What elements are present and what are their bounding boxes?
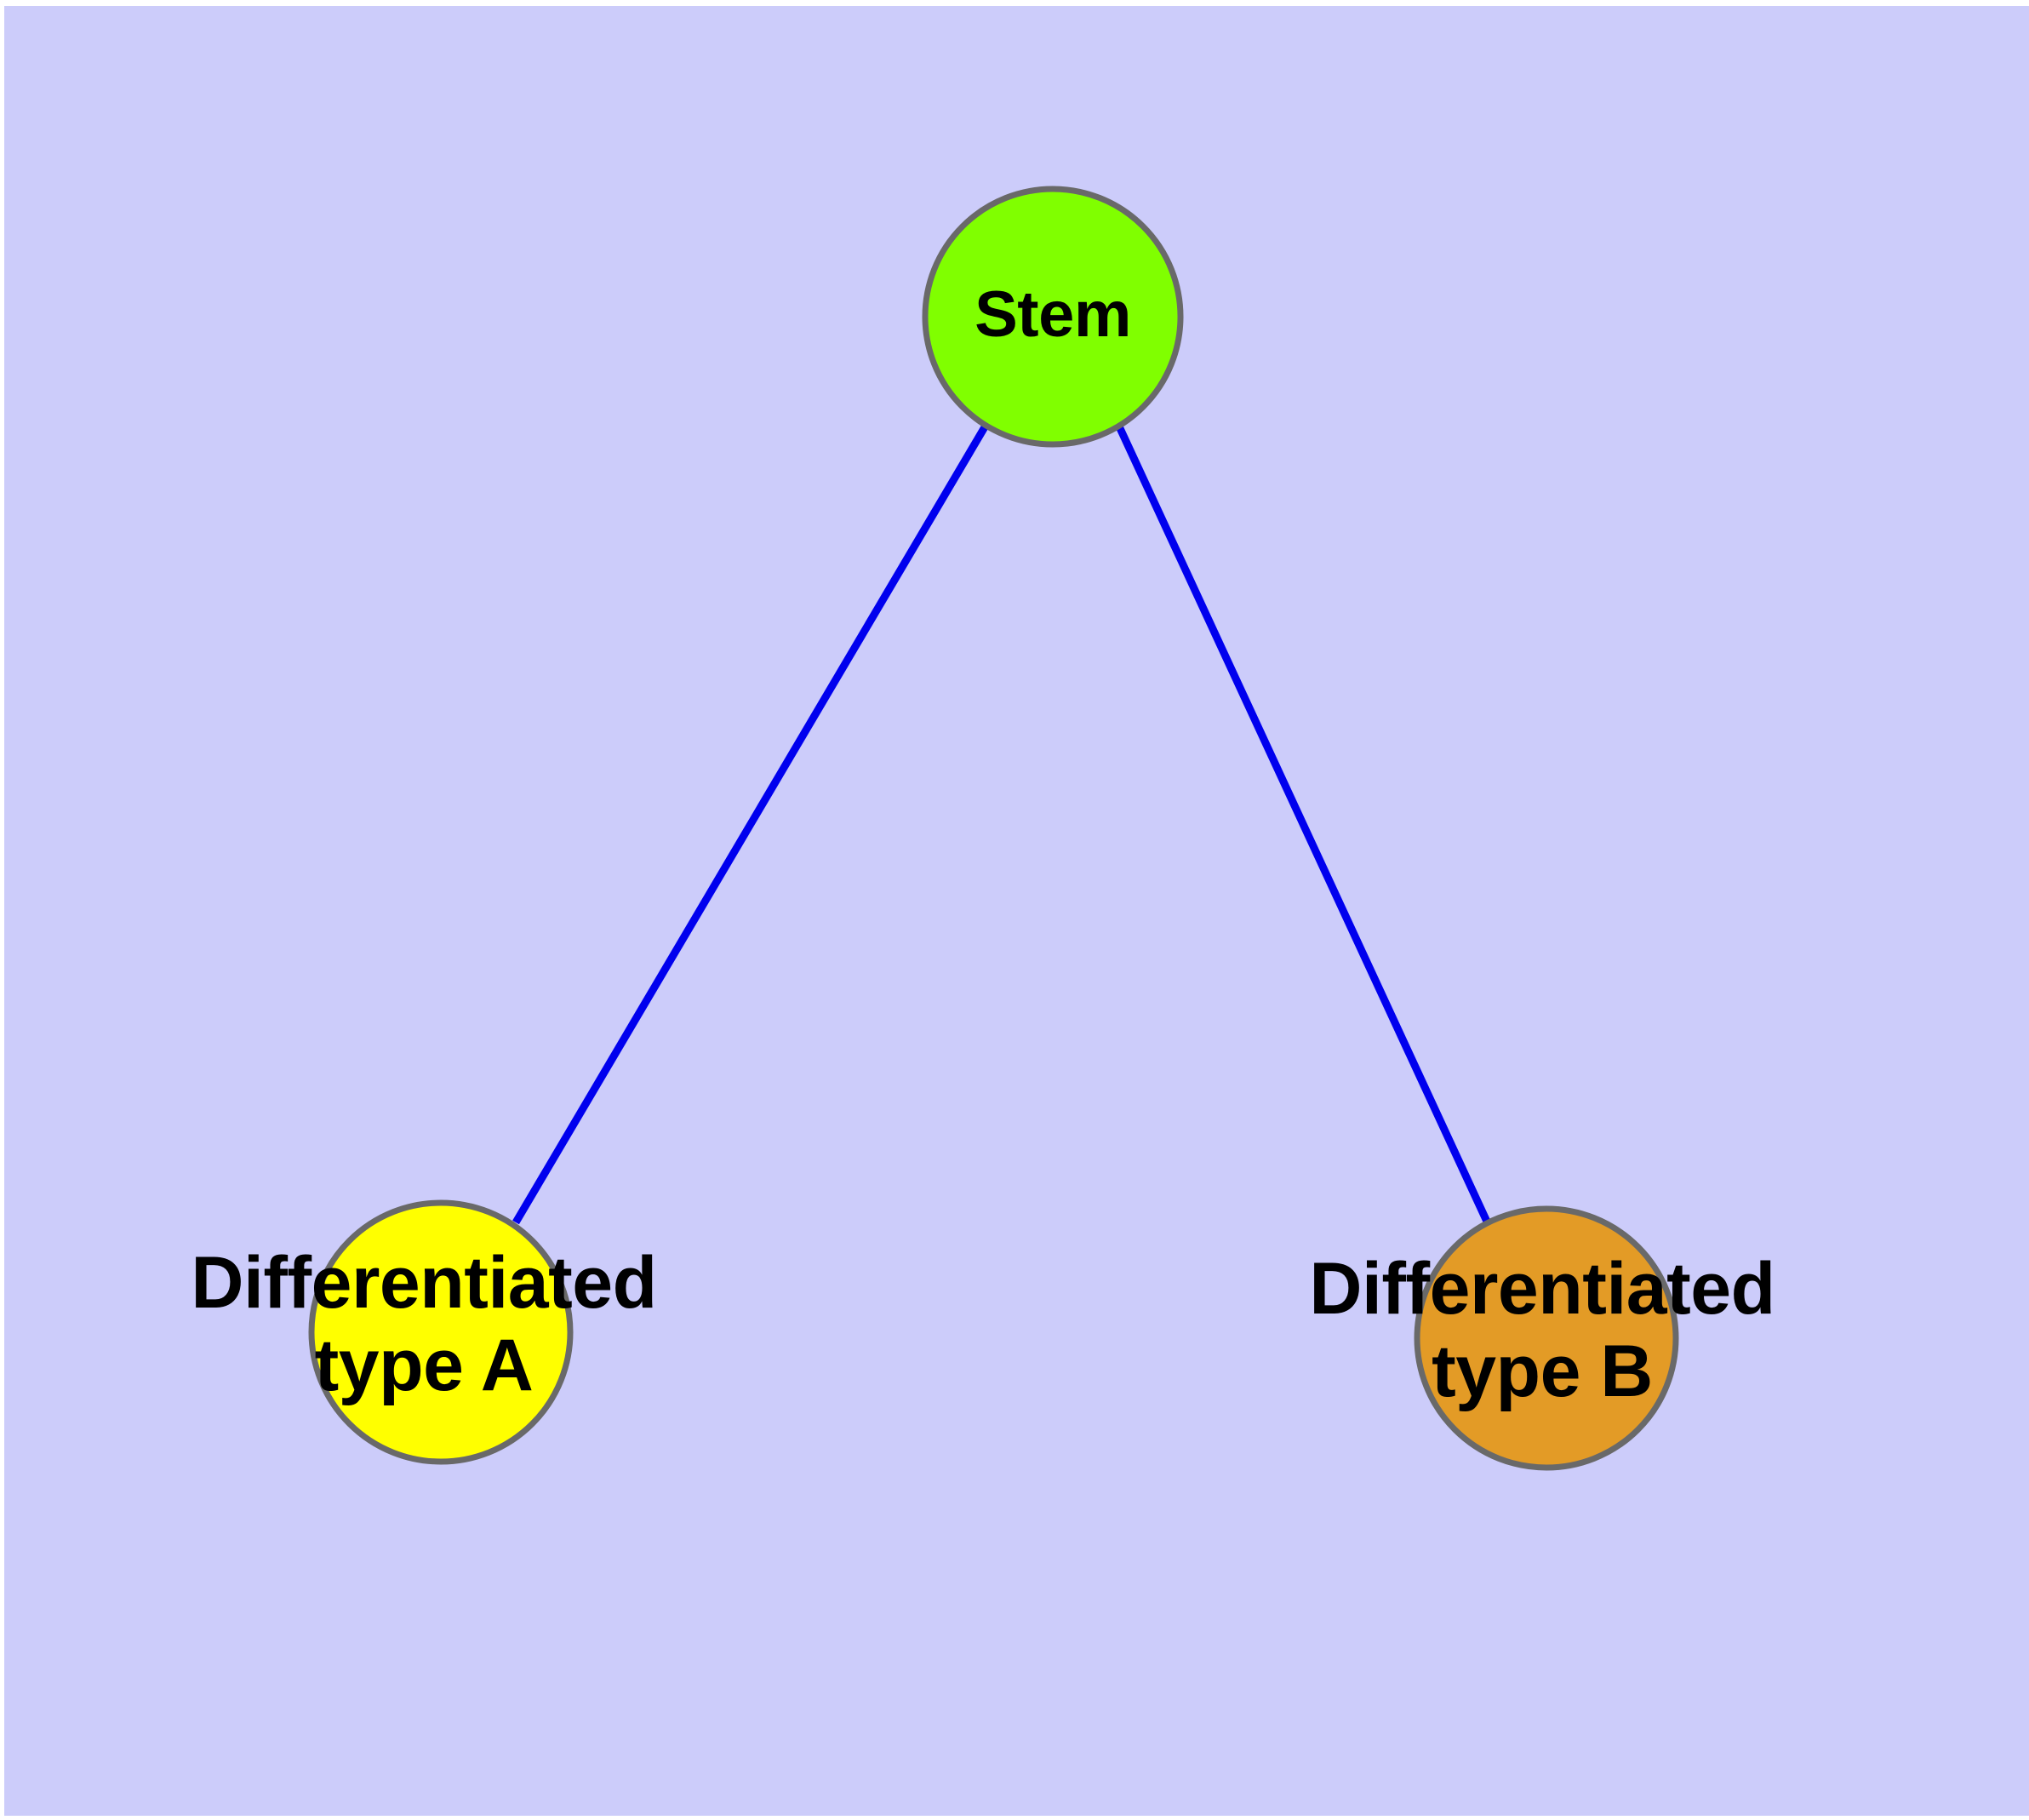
node-differentiated-type-b[interactable] <box>1414 1205 1679 1471</box>
edge-stem-to-differentiated-type-a[interactable] <box>512 423 989 1225</box>
node-differentiated-type-a[interactable] <box>308 1199 574 1465</box>
edge-stem-to-differentiated-type-b[interactable] <box>1115 425 1492 1225</box>
node-stem[interactable] <box>922 186 1184 448</box>
edge-layer <box>512 423 1492 1225</box>
node-layer <box>308 186 1679 1471</box>
